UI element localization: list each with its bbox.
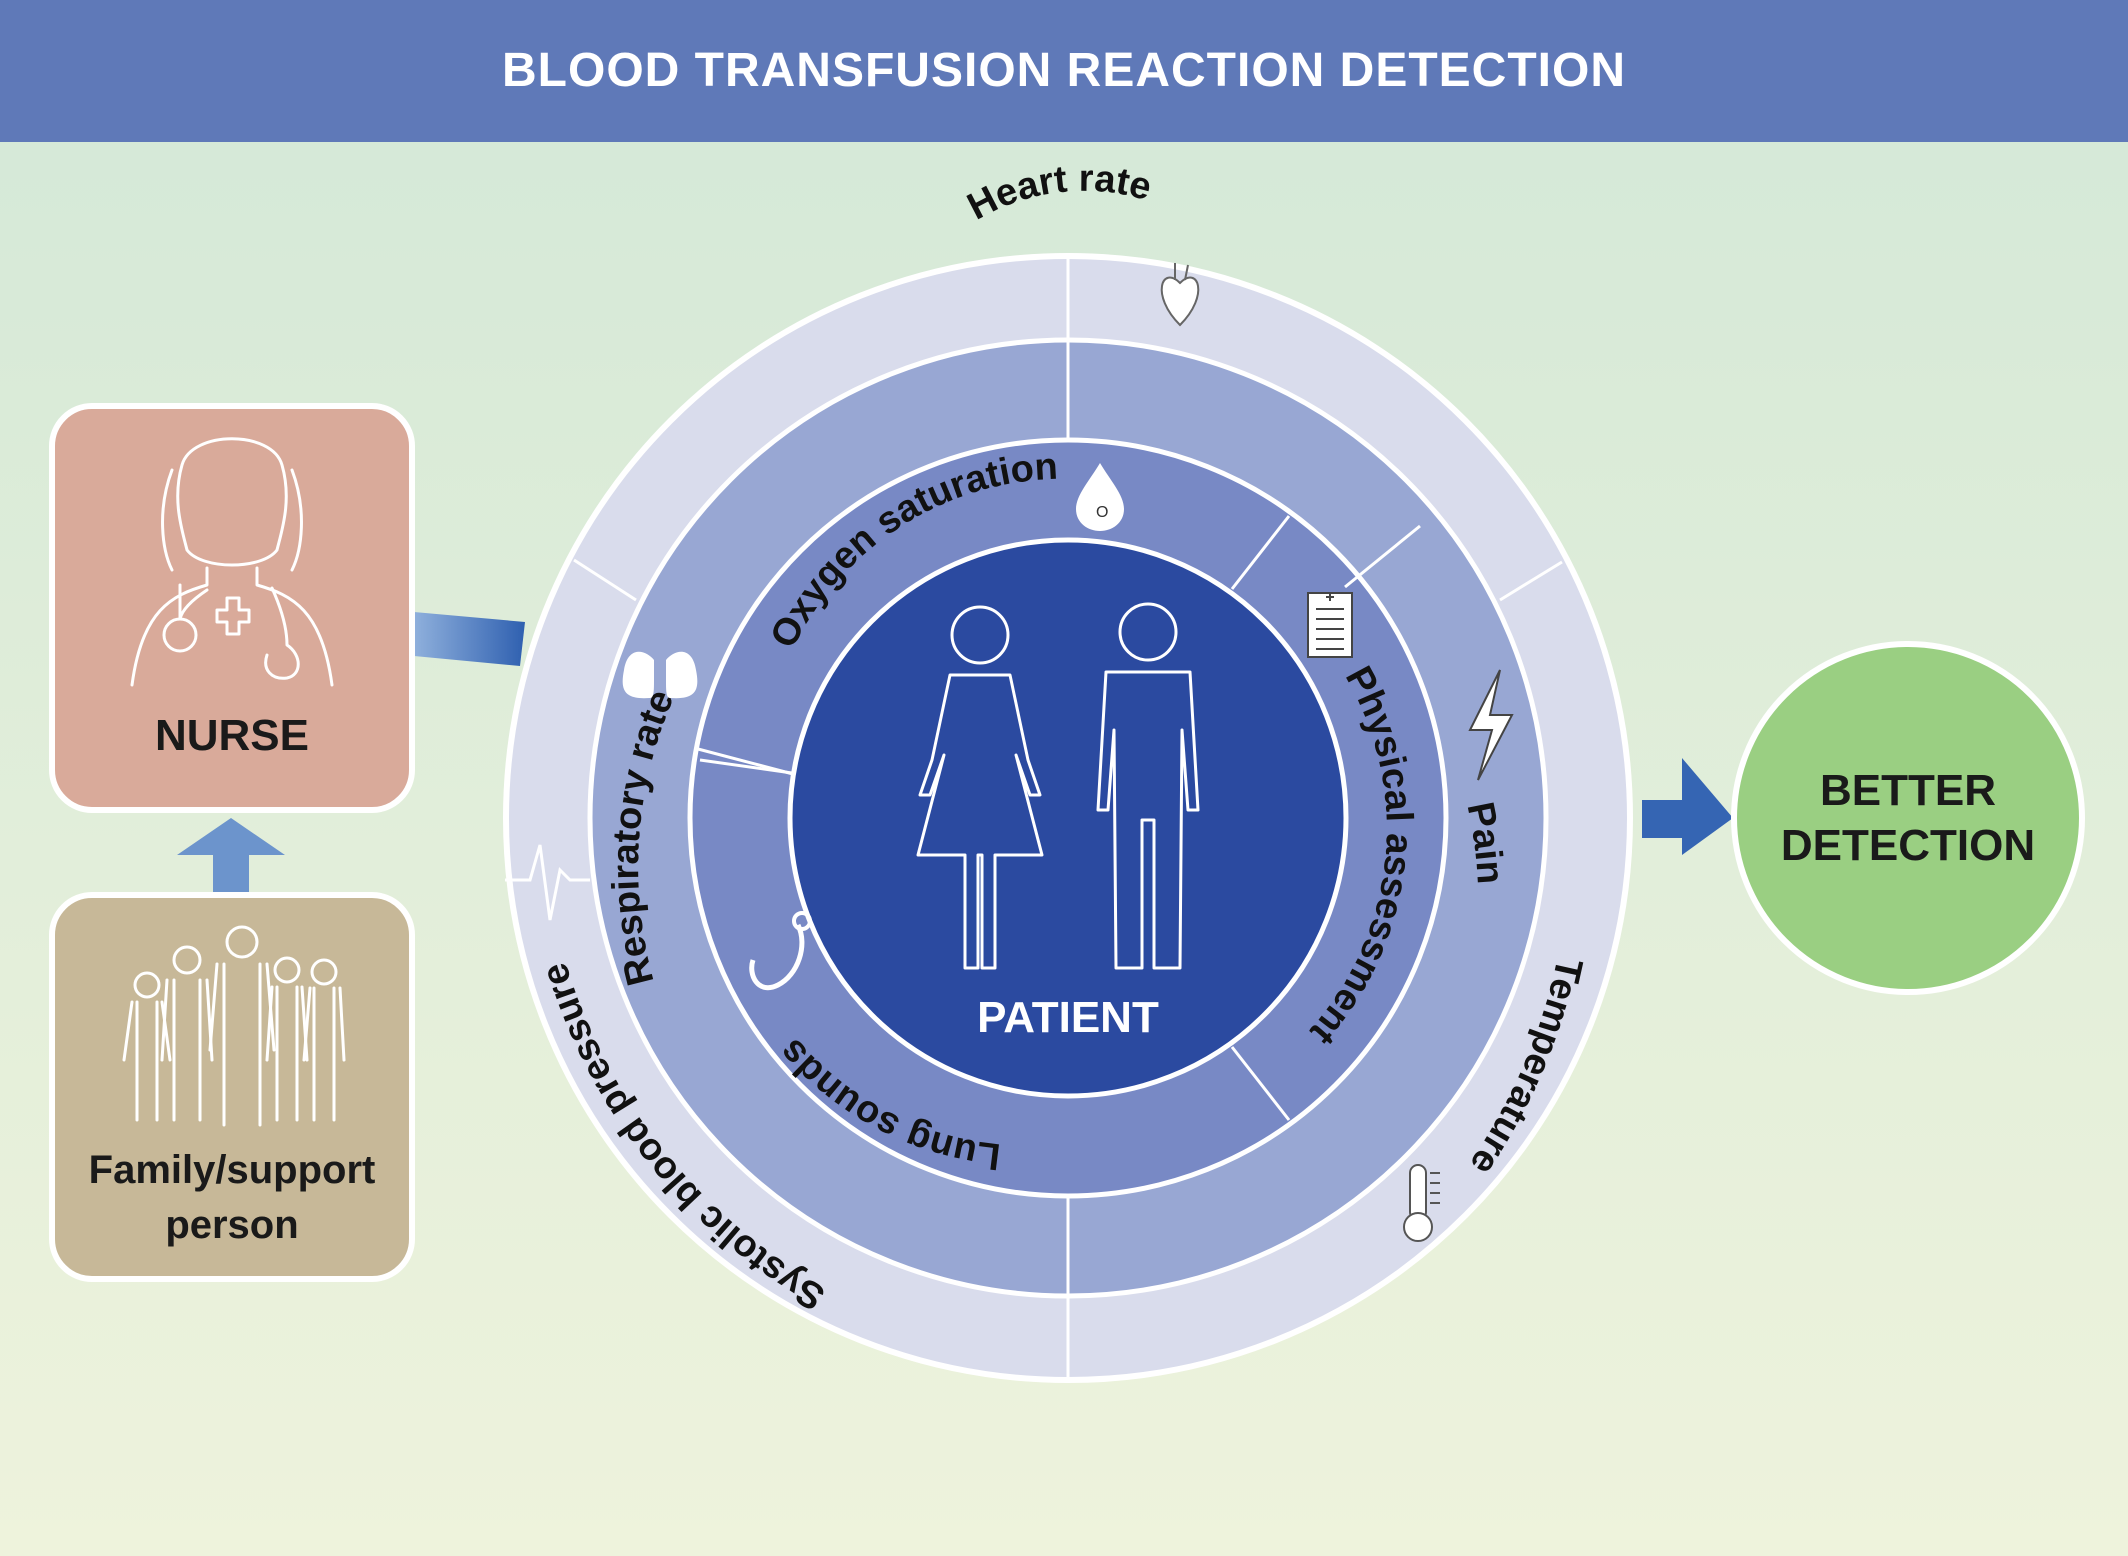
family-label-line2: person — [165, 1203, 298, 1247]
clipboard-icon — [1307, 592, 1353, 658]
family-box: Family/support person — [49, 892, 415, 1282]
inner-dividers — [697, 515, 1291, 1121]
heart-icon — [1160, 263, 1200, 327]
family-icon — [122, 925, 346, 1127]
ecg-icon — [505, 844, 590, 921]
nurse-icon — [130, 437, 334, 687]
nurse-label: NURSE — [155, 711, 309, 760]
family-to-nurse-arrow — [177, 818, 285, 892]
lungs-icon — [622, 630, 698, 699]
svg-text:O: O — [1096, 504, 1108, 521]
thermometer-icon — [1403, 1164, 1440, 1242]
detection-rings: Heart rate Temperature Systolic blood pr… — [503, 158, 1633, 1383]
nurse-connector — [414, 612, 525, 666]
family-label-line1: Family/support — [89, 1148, 376, 1192]
stethoscope-icon — [749, 911, 812, 990]
lightning-icon — [1468, 669, 1514, 781]
patient-core — [787, 537, 1349, 1099]
outcome-line2: DETECTION — [1781, 821, 2035, 870]
title-banner — [0, 0, 2128, 142]
outcome-circle: BETTER DETECTION — [1731, 641, 2085, 995]
oxygen-drop-icon: O — [1076, 463, 1124, 531]
banner-title: BLOOD TRANSFUSION REACTION DETECTION — [502, 44, 1626, 97]
patient-label: PATIENT — [977, 993, 1159, 1042]
nurse-box: NURSE — [49, 403, 415, 813]
circle-to-outcome-arrow — [1642, 758, 1733, 855]
outcome-line1: BETTER — [1820, 766, 1996, 815]
outer-dividers — [573, 256, 1563, 1380]
woman-icon — [916, 605, 1044, 970]
man-icon — [1096, 602, 1200, 970]
